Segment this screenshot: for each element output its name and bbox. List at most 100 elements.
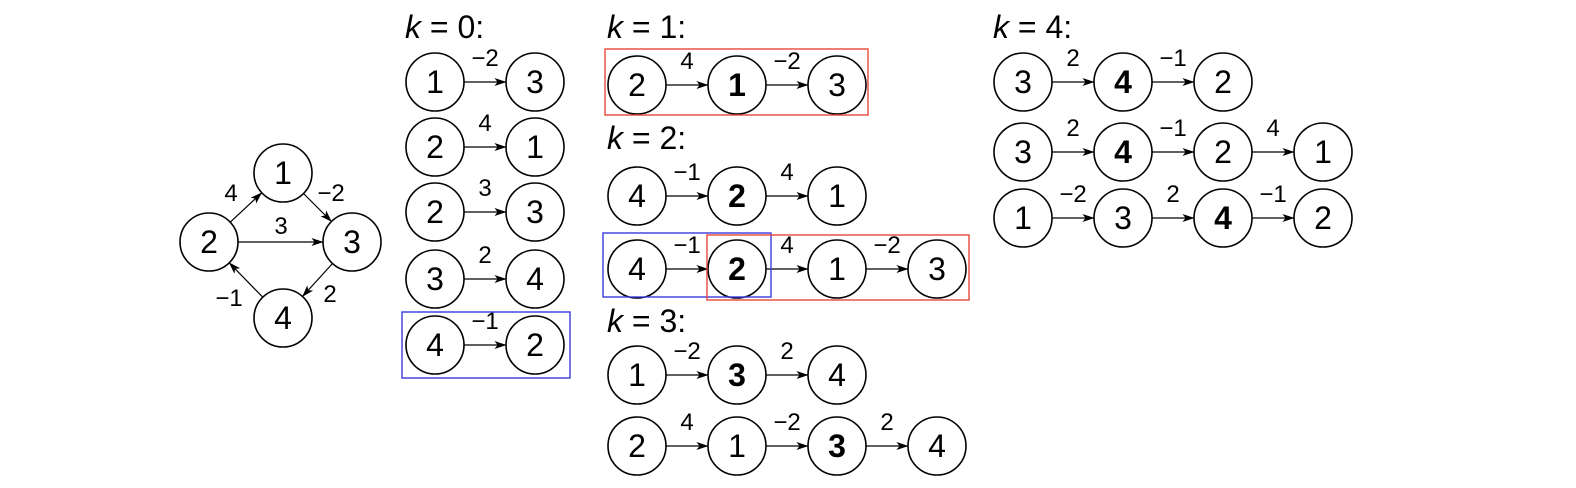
section-var: k: [993, 9, 1011, 45]
path-node: 2: [405, 117, 465, 177]
node-circle: [907, 239, 967, 299]
edge-weight-label: −1: [673, 159, 700, 186]
path-node: 3: [993, 52, 1053, 112]
path-node: 4: [1093, 52, 1153, 112]
node-label: 3: [526, 64, 544, 100]
edge-weight-label: −1: [1159, 115, 1186, 142]
node-label: 2: [200, 224, 218, 260]
node-label: 3: [828, 428, 846, 464]
node-label: 1: [728, 428, 746, 464]
node-label: 4: [628, 178, 646, 214]
node-label: 4: [274, 300, 292, 336]
node-label: 2: [728, 251, 746, 287]
section-rest: = 1:: [623, 9, 686, 45]
node-label: 2: [728, 178, 746, 214]
path-node: 2: [707, 166, 767, 226]
node-label: 1: [426, 64, 444, 100]
path-node: 2: [1193, 52, 1253, 112]
node-circle: [1193, 52, 1253, 112]
edge-weight-label: −1: [673, 232, 700, 259]
node-label: 4: [928, 428, 946, 464]
section-label-k3: k = 3:: [607, 303, 686, 339]
edge-weight-label: −2: [773, 409, 800, 436]
node-label: 2: [1214, 134, 1232, 170]
node-label: 4: [628, 251, 646, 287]
node-label: 4: [426, 327, 444, 363]
node-label: 2: [426, 194, 444, 230]
node-label: 2: [526, 327, 544, 363]
node-label: 2: [628, 428, 646, 464]
node-circle: [505, 52, 565, 112]
path-node: 1: [707, 55, 767, 115]
path-node: 2: [505, 315, 565, 375]
path-node: 4: [807, 345, 867, 405]
edge-weight-label: −2: [1059, 181, 1086, 208]
path-node: 1: [1293, 122, 1353, 182]
node-label: 3: [1014, 64, 1032, 100]
path-node: 2: [607, 55, 667, 115]
node-circle: [505, 182, 565, 242]
edge-weight-label: −2: [873, 232, 900, 259]
path-node: 4: [1193, 188, 1253, 248]
node-label: 1: [628, 357, 646, 393]
path-node: 4: [405, 315, 465, 375]
node-label: 3: [1114, 200, 1132, 236]
node-circle: [505, 249, 565, 309]
path-node: 2: [1193, 122, 1253, 182]
section-label-k2: k = 2:: [607, 120, 686, 156]
path-node: 3: [505, 182, 565, 242]
edge-weight-label: 2: [323, 281, 336, 308]
path-node: 3: [907, 239, 967, 299]
path-node: 3: [807, 416, 867, 476]
node-circle: [1293, 122, 1353, 182]
edge-weight-label: 3: [478, 175, 491, 202]
node-label: 1: [526, 129, 544, 165]
node-label: 3: [343, 224, 361, 260]
node-label: 4: [526, 261, 544, 297]
node-label: 2: [426, 129, 444, 165]
node-label: 3: [426, 261, 444, 297]
section-var: k: [607, 303, 625, 339]
node-label: 3: [1014, 134, 1032, 170]
node-circle: [807, 345, 867, 405]
edge-weight-label: 2: [880, 409, 893, 436]
edge-weight-label: −2: [773, 48, 800, 75]
path-node: 4: [1093, 122, 1153, 182]
edge-weight-label: −1: [1159, 45, 1186, 72]
node-label: 1: [828, 251, 846, 287]
edge-weight-label: 3: [274, 213, 287, 240]
path-node: 2: [405, 182, 465, 242]
node-label: 1: [828, 178, 846, 214]
edge-weight-label: −1: [1259, 181, 1286, 208]
node-label: 3: [728, 357, 746, 393]
node-label: 3: [928, 251, 946, 287]
node-label: 1: [728, 67, 746, 103]
highlight-box-blue: [401, 311, 571, 379]
path-node: 2: [707, 239, 767, 299]
node-label: 4: [1214, 200, 1232, 236]
graph-node-2: 2: [179, 212, 239, 272]
node-label: 4: [1114, 134, 1132, 170]
edge-weight-label: 4: [780, 159, 793, 186]
graph-node-1: 1: [253, 143, 313, 203]
graph-edge-2-1: [229, 192, 263, 223]
path-node: 1: [505, 117, 565, 177]
path-node: 4: [607, 166, 667, 226]
graph-node-3: 3: [322, 212, 382, 272]
node-circle: [807, 55, 867, 115]
edge-weight-label: −2: [471, 45, 498, 72]
edge-weight-label: 4: [780, 232, 793, 259]
path-node: 3: [993, 122, 1053, 182]
graph-edge-3-4: [302, 263, 333, 297]
edge-weight-label: 4: [680, 409, 693, 436]
node-circle: [505, 315, 565, 375]
path-node: 1: [707, 416, 767, 476]
edge-weight-label: 4: [1266, 115, 1279, 142]
node-label: 4: [1114, 64, 1132, 100]
path-node: 2: [607, 416, 667, 476]
edge-weight-label: 2: [780, 338, 793, 365]
node-circle: [253, 288, 313, 348]
node-circle: [505, 117, 565, 177]
node-circle: [253, 143, 313, 203]
